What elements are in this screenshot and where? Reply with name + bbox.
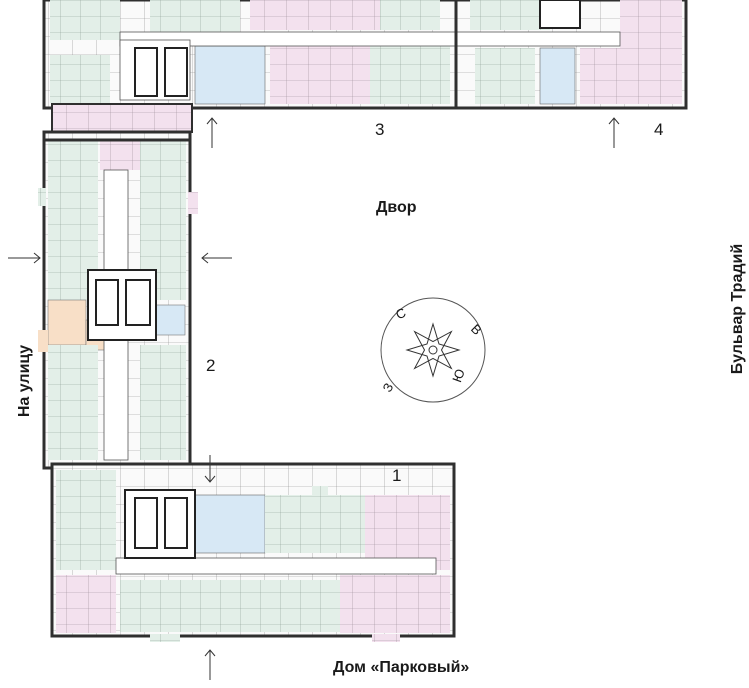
building-section-2 [38, 130, 198, 470]
entrance-arrow-icon [8, 117, 620, 680]
section-number-1: 1 [392, 466, 402, 485]
street-left-label: На улицу [16, 344, 33, 418]
building-section-3-4 [42, 0, 688, 133]
courtyard-label: Двор [376, 199, 417, 216]
street-bottom-label: Дом «Парковый» [333, 659, 470, 676]
street-right-label: Бульвар Традий [729, 243, 746, 375]
compass-rose-icon [380, 297, 486, 403]
section-number-4: 4 [654, 120, 664, 139]
building-section-1 [50, 462, 456, 642]
section-number-2: 2 [206, 356, 216, 375]
section-number-3: 3 [375, 120, 385, 139]
